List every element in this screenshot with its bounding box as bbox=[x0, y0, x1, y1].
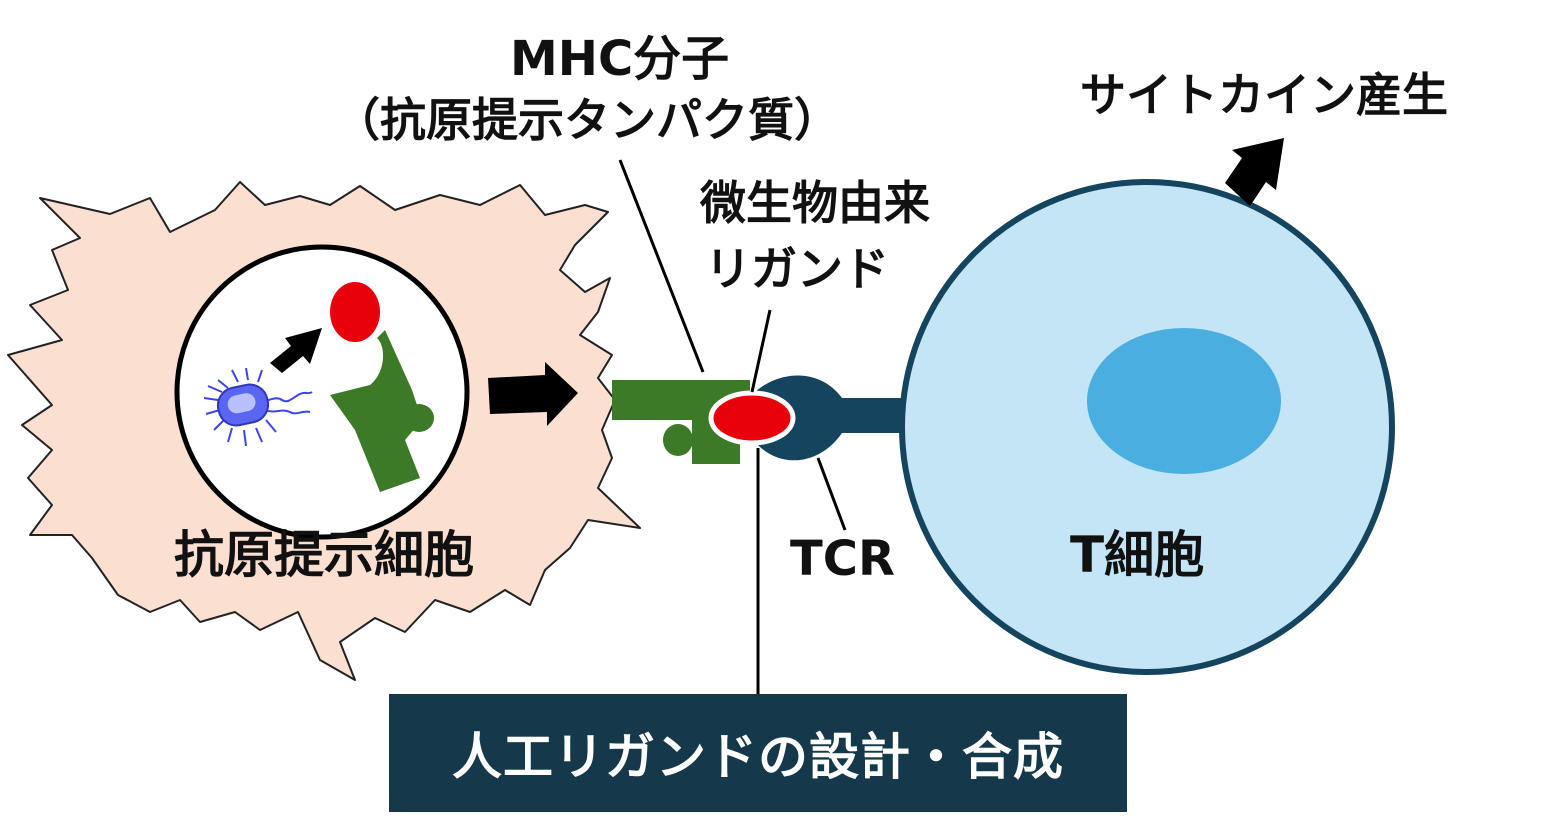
mhc-domain-inner bbox=[404, 404, 434, 432]
arrow-icon bbox=[1225, 138, 1284, 206]
synthesis-banner: 人工リガンドの設計・合成 bbox=[389, 694, 1127, 812]
bacterium-icon bbox=[203, 367, 313, 447]
tcell-label: T細胞 bbox=[1070, 526, 1205, 584]
mhc-molecule bbox=[612, 380, 750, 464]
microbial-ligand bbox=[708, 390, 796, 446]
tcr-leader-line bbox=[816, 457, 847, 531]
arrow-icon bbox=[488, 362, 578, 426]
tcr bbox=[755, 375, 910, 461]
arrow-icon bbox=[270, 328, 322, 373]
mhc-domain bbox=[663, 424, 693, 456]
mhc-sublabel: （抗原提示タンパク質） bbox=[334, 93, 840, 147]
t-cell-nucleus bbox=[1087, 328, 1281, 474]
mhc-label: MHC分子 bbox=[510, 31, 730, 87]
mhc-leader-line bbox=[618, 159, 705, 373]
banner-text: 人工リガンドの設計・合成 bbox=[452, 728, 1064, 786]
ligand-label: 微生物由来 bbox=[700, 176, 930, 230]
antigen-red bbox=[330, 282, 380, 342]
ligand-leader-line bbox=[750, 309, 772, 393]
mhc-molecule-inner bbox=[330, 330, 422, 492]
apc-label: 抗原提示細胞 bbox=[174, 526, 474, 584]
tcr-label: TCR bbox=[790, 531, 895, 587]
ligand-sublabel: リガンド bbox=[705, 242, 889, 296]
cytokine-label: サイトカイン産生 bbox=[1080, 68, 1448, 122]
